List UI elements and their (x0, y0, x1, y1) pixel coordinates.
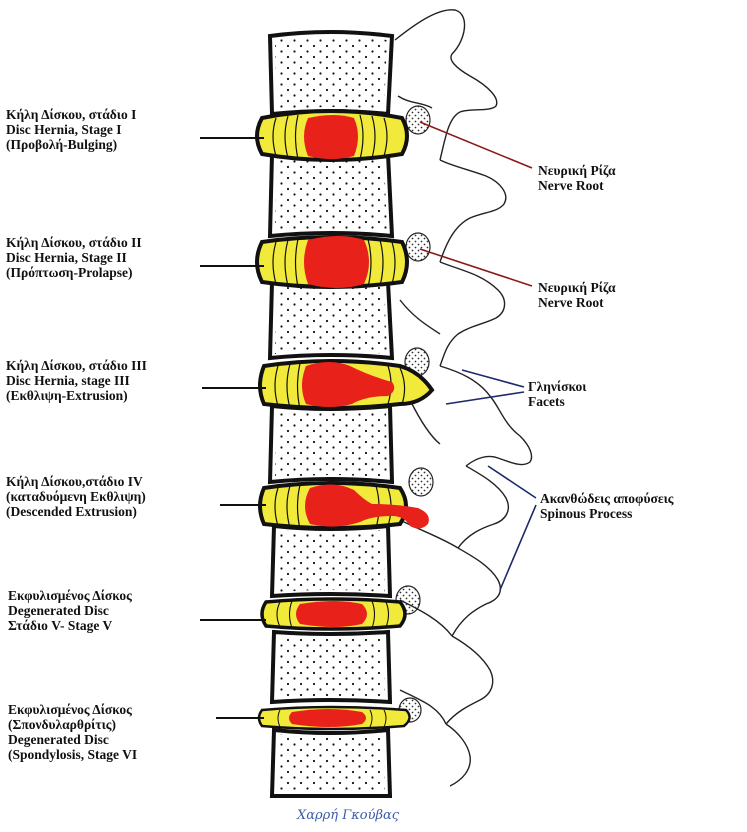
disc-stage-6 (259, 707, 410, 729)
label-line: Γληνίσκοι (528, 379, 587, 394)
label-line: (Εκθλιψη-Extrusion) (6, 388, 147, 403)
label-line: Facets (528, 394, 587, 409)
nerve-root-lines (420, 122, 532, 286)
label-line: Degenerated Disc (8, 603, 132, 618)
left-pointer-lines (200, 138, 266, 718)
label-line: Degenerated Disc (8, 732, 137, 747)
label-line: Κήλη Δίσκου, στάδιο III (6, 358, 147, 373)
disc-stage-1 (257, 111, 407, 160)
facet-circles (396, 106, 433, 722)
label-line: Εκφυλισμένος Δίσκος (8, 702, 137, 717)
label-nerve-root-1: Νευρική Ρίζα Nerve Root (538, 163, 616, 193)
label-stage-5: Εκφυλισμένος Δίσκος Degenerated Disc Στά… (8, 588, 132, 633)
label-line: (Σπονδυλαρθρίτις) (8, 717, 137, 732)
disc-stage-3 (260, 361, 432, 409)
label-line: (Πρόπτωση-Prolapse) (6, 265, 142, 280)
label-line: Disc Hernia, stage III (6, 373, 147, 388)
label-line: Κήλη Δίσκου, στάδιο I (6, 107, 136, 122)
label-line: Spinous Process (540, 506, 673, 521)
label-line: Disc Hernia, Stage I (6, 122, 136, 137)
label-line: Nerve Root (538, 178, 616, 193)
label-facets: Γληνίσκοι Facets (528, 379, 587, 409)
facet-pointer-lines (446, 370, 524, 404)
label-line: (καταδυόμενη Εκθλιψη) (6, 489, 146, 504)
label-stage-1: Κήλη Δίσκου, στάδιο I Disc Hernia, Stage… (6, 107, 136, 152)
label-line: Στάδιο V- Stage V (8, 618, 132, 633)
label-line: Νευρική Ρίζα (538, 163, 616, 178)
label-stage-2: Κήλη Δίσκου, στάδιο II Disc Hernia, Stag… (6, 235, 142, 280)
label-stage-4: Κήλη Δίσκου,στάδιο IV (καταδυόμενη Εκθλι… (6, 474, 146, 519)
label-line: Nerve Root (538, 295, 616, 310)
label-line: Disc Hernia, Stage II (6, 250, 142, 265)
label-line: Ακανθώδεις αποφύσεις (540, 491, 673, 506)
label-line: Κήλη Δίσκου,στάδιο IV (6, 474, 146, 489)
label-line: Νευρική Ρίζα (538, 280, 616, 295)
label-line: Κήλη Δίσκου, στάδιο II (6, 235, 142, 250)
label-line: (Spondylosis, Stage VI (8, 747, 137, 762)
label-line: Εκφυλισμένος Δίσκος (8, 588, 132, 603)
label-line: (Descended Extrusion) (6, 504, 146, 519)
disc-stage-5 (262, 599, 405, 629)
label-line: (Προβολή-Bulging) (6, 137, 136, 152)
label-stage-3: Κήλη Δίσκου, στάδιο III Disc Hernia, sta… (6, 358, 147, 403)
label-stage-6: Εκφυλισμένος Δίσκος (Σπονδυλαρθρίτις) De… (8, 702, 137, 762)
label-nerve-root-2: Νευρική Ρίζα Nerve Root (538, 280, 616, 310)
label-spinous-process: Ακανθώδεις αποφύσεις Spinous Process (540, 491, 673, 521)
disc-stage-2 (257, 236, 407, 288)
signature: Χαρρή Γκούβας (288, 808, 408, 823)
